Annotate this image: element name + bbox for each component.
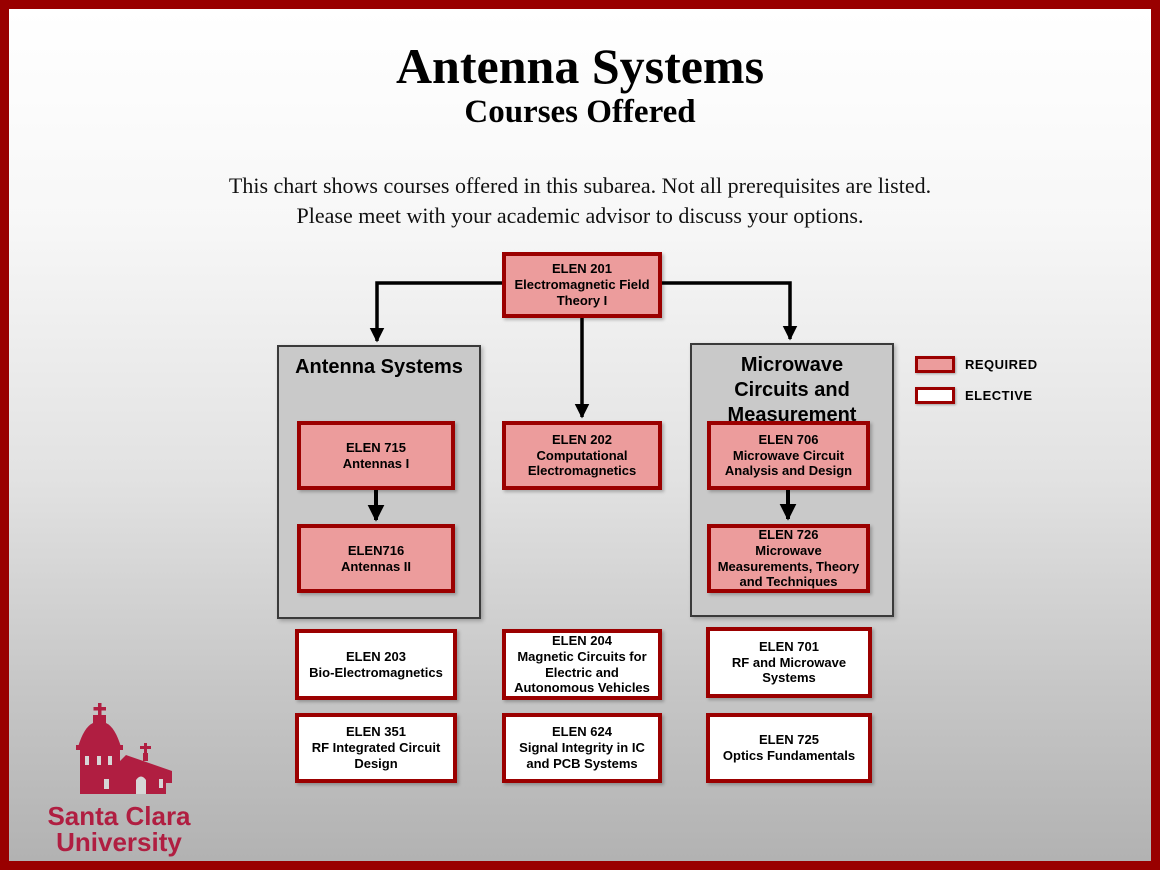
course-name: Antennas II [340, 558, 412, 574]
course-name: Microwave Measurements, Theory and Techn… [717, 542, 860, 590]
scu-logo-text: Santa Clara University [39, 803, 199, 855]
connector-root-to-antenna-group [369, 281, 502, 343]
course-code: ELEN 204 [552, 632, 612, 648]
course-code: ELEN 706 [758, 431, 819, 447]
course-box-elen-201: ELEN 201 Electromagnetic Field Theory I [502, 252, 662, 318]
group-title-microwave-circuits: Microwave Circuits and Measurement [727, 354, 857, 426]
course-box-elen-204: ELEN 204 Magnetic Circuits for Electric … [502, 629, 662, 700]
course-name: Bio-Electromagnetics [309, 664, 443, 680]
course-code: ELEN 201 [552, 261, 612, 277]
legend-row-elective: ELECTIVE [915, 387, 1038, 404]
course-name: Antennas I [342, 455, 410, 471]
legend-label-elective: ELECTIVE [965, 388, 1033, 403]
course-name: Computational Electromagnetics [527, 447, 637, 479]
course-box-elen-624: ELEN 624 Signal Integrity in IC and PCB … [502, 713, 662, 783]
course-code: ELEN 203 [346, 648, 406, 664]
title-block: Antenna Systems Courses Offered [9, 39, 1151, 132]
course-box-elen-716: ELEN716 Antennas II [297, 524, 455, 593]
course-box-elen-701: ELEN 701 RF and Microwave Systems [706, 627, 872, 698]
course-code: ELEN 202 [552, 431, 612, 447]
course-name: Signal Integrity in IC and PCB Systems [519, 740, 645, 771]
course-box-elen-726: ELEN 726 Microwave Measurements, Theory … [707, 524, 870, 593]
page-subtitle: Courses Offered [464, 94, 696, 130]
course-name: Optics Fundamentals [722, 748, 856, 763]
course-box-elen-706: ELEN 706 Microwave Circuit Analysis and … [707, 421, 870, 490]
scu-mission-church-icon [76, 703, 172, 794]
course-name: RF Integrated Circuit Design [311, 740, 441, 771]
scu-logo-line-1: Santa Clara [47, 801, 191, 831]
course-code: ELEN 351 [346, 724, 406, 740]
course-name: Magnetic Circuits for Electric and Auton… [514, 648, 650, 696]
scu-logo-line-2: University [56, 827, 182, 857]
course-name: RF and Microwave Systems [731, 654, 847, 686]
course-code: ELEN 726 [758, 526, 819, 542]
course-name: Electromagnetic Field Theory I [514, 277, 650, 308]
legend: REQUIRED ELECTIVE [915, 356, 1038, 418]
description-line-2: Please meet with your academic advisor t… [296, 202, 864, 228]
course-box-elen-715: ELEN 715 Antennas I [297, 421, 455, 490]
legend-swatch-elective [915, 387, 955, 404]
course-box-elen-203: ELEN 203 Bio-Electromagnetics [295, 629, 457, 700]
course-box-elen-351: ELEN 351 RF Integrated Circuit Design [295, 713, 457, 783]
connector-root-to-microwave-group [662, 281, 798, 341]
course-name: Microwave Circuit Analysis and Design [724, 447, 853, 479]
description: This chart shows courses offered in this… [9, 171, 1151, 230]
page-title: Antenna Systems [395, 38, 765, 94]
course-box-elen-202: ELEN 202 Computational Electromagnetics [502, 421, 662, 490]
course-code: ELEN 624 [552, 724, 612, 740]
scu-logo: Santa Clara University [39, 701, 199, 855]
description-line-1: This chart shows courses offered in this… [228, 173, 932, 198]
group-title-antenna-systems: Antenna Systems [295, 356, 463, 378]
course-code: ELEN716 [347, 542, 405, 558]
course-code: ELEN 715 [346, 439, 406, 455]
legend-label-required: REQUIRED [965, 357, 1038, 372]
course-box-elen-725: ELEN 725 Optics Fundamentals [706, 713, 872, 783]
course-code: ELEN 701 [759, 638, 819, 654]
legend-row-required: REQUIRED [915, 356, 1038, 373]
legend-swatch-required [915, 356, 955, 373]
course-code: ELEN 725 [759, 732, 819, 748]
